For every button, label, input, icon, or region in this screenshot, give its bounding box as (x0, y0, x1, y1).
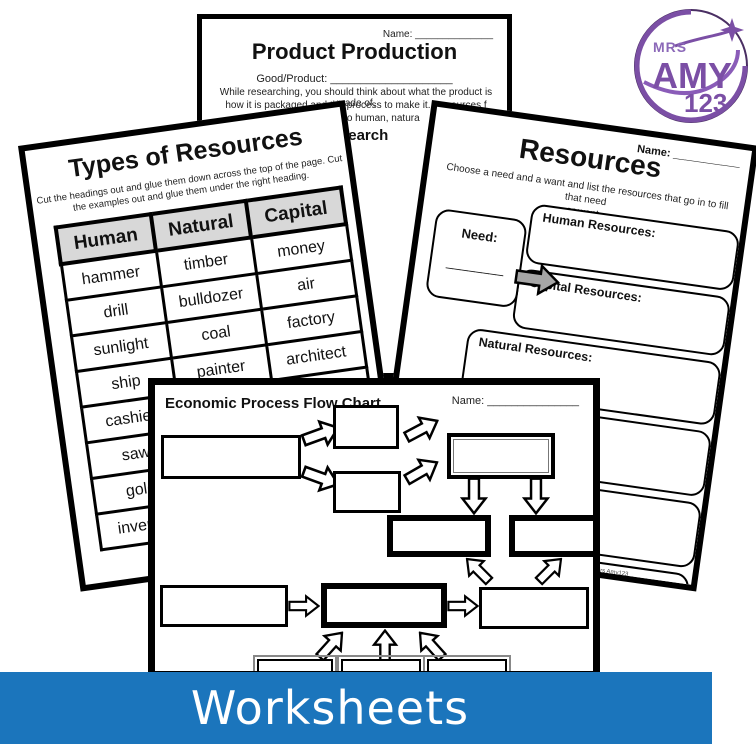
flow-box-source-3 (423, 655, 511, 671)
flow-box-double (447, 433, 555, 479)
flow-box-top (333, 405, 399, 449)
flow-box-bottom (333, 471, 401, 513)
flow-box-bottom-right (479, 587, 589, 629)
arrow-right-icon (447, 594, 479, 618)
logo-text-amy: AMY (652, 55, 732, 96)
logo-swoosh (643, 49, 740, 95)
flow-chart-page: Economic Process Flow Chart Name: ______… (148, 378, 600, 678)
arrow-right-icon (288, 594, 320, 618)
flow-name-field: Name: _______________ (451, 395, 579, 407)
product-paragraph-line2: how it is packaged and the process to ma… (225, 100, 487, 111)
arrow-up-right-icon (534, 557, 563, 586)
arrow-up-left-icon (465, 557, 494, 586)
need-label: Need: (460, 225, 499, 246)
resources-page: Name: ___________ Resources Choose a nee… (369, 100, 756, 592)
arrow-up-right-icon (402, 416, 440, 444)
flow-box-bottom-thick (321, 583, 447, 628)
flow-box-source-1 (253, 655, 337, 671)
arrow-up-right-icon (314, 631, 344, 663)
product-page-title: Product Production (251, 39, 458, 64)
arrow-down-icon (521, 477, 551, 515)
worksheets-banner: Worksheets (0, 672, 712, 744)
mrs-amy-123-logo: MRS AMY 123 (634, 9, 748, 123)
flow-box-start (161, 435, 301, 479)
need-box: Need: ________ (424, 207, 529, 309)
flow-box-thick-right (509, 515, 593, 557)
arrow-down-right-icon (300, 464, 341, 493)
flow-box-source-2 (337, 655, 425, 671)
natural-resources-label: Natural Resources: (477, 334, 594, 365)
star-icon (720, 18, 744, 42)
product-paragraph-line3: tegorised into human, natura (292, 113, 420, 124)
arrow-up-right-icon (402, 458, 439, 486)
product-paragraph-line1: While researching, you should think abou… (219, 87, 493, 109)
logo-text-mrs: MRS (653, 39, 687, 55)
need-blank-line: ________ (445, 253, 506, 277)
flow-chart-title: Economic Process Flow Chart (165, 395, 381, 412)
arrow-up-right-icon (300, 419, 341, 448)
logo-swoosh-top (674, 29, 731, 48)
flow-box-double-inner (453, 439, 549, 473)
good-product-field: Good/Product: ____________________ (256, 73, 453, 85)
arrow-down-icon (459, 477, 489, 515)
product-name-field: Name: ______________ (382, 29, 493, 40)
banner-arrow-shape (0, 672, 712, 744)
banner-label: Worksheets (190, 681, 470, 735)
logo-text-123: 123 (684, 88, 727, 118)
flow-box-bottom-left (160, 585, 288, 627)
arrow-up-left-icon (418, 631, 448, 663)
logo-arc (634, 9, 748, 123)
flow-box-thick-left (387, 515, 491, 557)
gray-right-arrow-icon (514, 263, 560, 297)
